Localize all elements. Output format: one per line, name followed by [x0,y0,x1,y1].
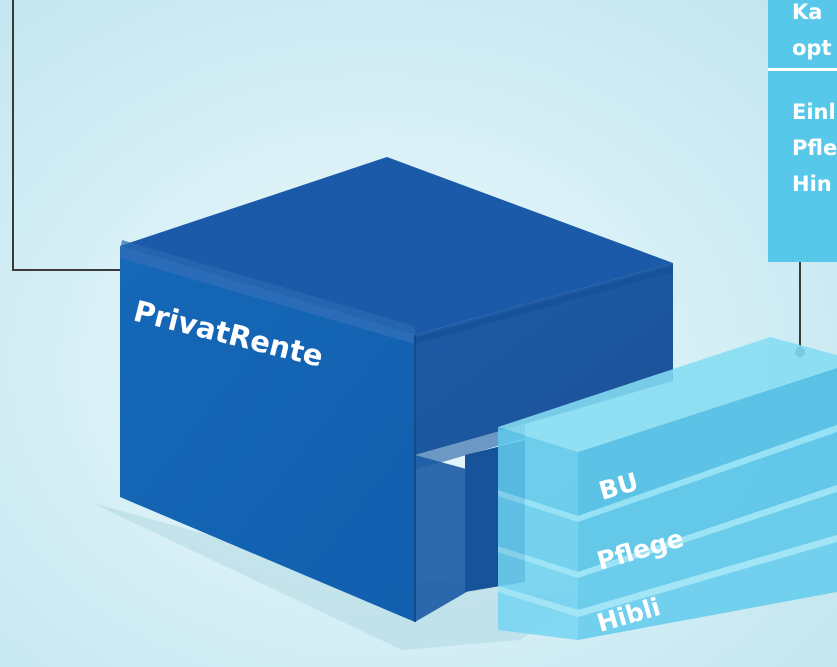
callout-bottom-line-2: Pfle [792,136,837,160]
callout-top-section: Ka opt [768,0,837,71]
module-hibli-side [578,535,837,640]
module-bu-side [578,425,837,572]
module-pflege-side [578,485,837,610]
callout-bottom-line-3: Hin [792,172,832,196]
cube-front-face [120,246,415,622]
cube-side-face [415,263,673,455]
cube-top-face [120,157,673,335]
module-pflege-front [498,546,578,610]
module-hibli-front [498,586,578,640]
callout-top-line-2: opt [792,36,832,60]
callout-box: Ka opt Einl Pfle Hin [768,0,837,262]
module-stack [498,337,837,640]
callout-top-line-1: Ka [792,0,823,24]
connector-line-left [12,0,122,271]
callout-bottom-line-1: Einl [792,100,836,124]
